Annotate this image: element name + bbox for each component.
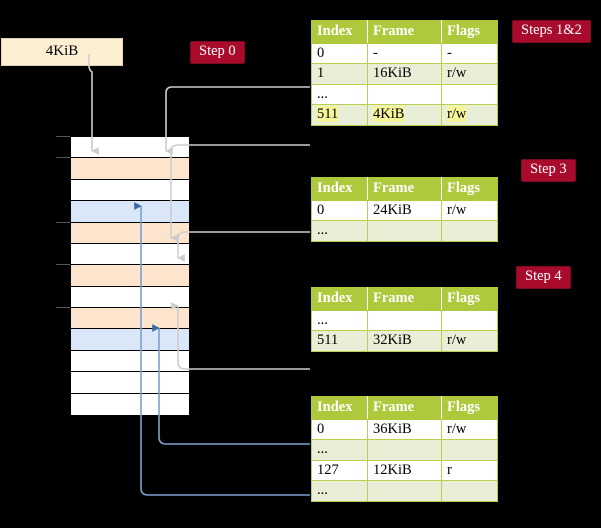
badge-step-4: Step 4 — [516, 266, 571, 289]
memory-row-tick — [56, 157, 70, 159]
cell-frame: 32KiB — [367, 330, 442, 352]
table-row: ... — [311, 480, 498, 502]
cell-index: 511 — [311, 104, 368, 126]
cell-frame: 16KiB — [367, 63, 442, 85]
cell-flags: r/w — [441, 104, 498, 126]
memory-frame-row — [71, 137, 189, 159]
column-header-index: Index — [311, 396, 368, 420]
page-table-step-3: Index Frame Flags 0 24KiB r/w ... — [311, 177, 498, 242]
cell-frame: 24KiB — [367, 199, 442, 221]
column-header-frame: Frame — [367, 20, 442, 44]
cell-frame: 36KiB — [367, 418, 442, 440]
cell-frame: - — [367, 42, 442, 64]
cell-index: 0 — [311, 418, 368, 440]
memory-frame-row — [71, 329, 189, 351]
cell-flags-text: r/w — [447, 106, 467, 122]
table-header-row: Index Frame Flags — [311, 177, 498, 201]
badge-step-0: Step 0 — [190, 41, 245, 64]
table-row: 511 32KiB r/w — [311, 330, 498, 352]
memory-frame-row — [71, 158, 189, 180]
column-header-frame: Frame — [367, 287, 442, 311]
table-row: 0 - - — [311, 42, 498, 64]
column-header-index: Index — [311, 177, 368, 201]
memory-frame-row — [71, 286, 189, 309]
memory-row-tick — [56, 264, 70, 266]
memory-frame-row — [71, 308, 189, 330]
cell-index: 511 — [311, 330, 368, 352]
cell-frame — [367, 83, 442, 105]
cell-flags: r/w — [441, 63, 498, 85]
cell-index: ... — [311, 220, 368, 242]
cell-index: 0 — [311, 199, 368, 221]
cell-index: ... — [311, 439, 368, 461]
cell-flags: r — [441, 459, 498, 481]
cell-index-text: 511 — [317, 106, 339, 122]
table-row: 127 12KiB r — [311, 459, 498, 481]
cell-flags: r/w — [441, 199, 498, 221]
memory-frame-row — [71, 372, 189, 394]
cell-flags — [441, 309, 498, 331]
cell-index: ... — [311, 480, 368, 502]
memory-frame-row — [71, 243, 189, 266]
column-header-index: Index — [311, 20, 368, 44]
memory-frame-row — [71, 393, 189, 415]
cell-flags — [441, 220, 498, 242]
physical-memory-column — [70, 136, 190, 415]
page-table-steps-1-2: Index Frame Flags 0 - - 1 16KiB r/w ... — [311, 20, 498, 126]
memory-frame-row — [71, 179, 189, 202]
memory-frame-row — [71, 222, 189, 244]
table-row: 0 24KiB r/w — [311, 199, 498, 221]
cell-index: ... — [311, 309, 368, 331]
table-header-row: Index Frame Flags — [311, 20, 498, 44]
column-header-flags: Flags — [441, 396, 498, 420]
table-header-row: Index Frame Flags — [311, 396, 498, 420]
memory-frame-row — [71, 201, 189, 223]
cell-index: ... — [311, 83, 368, 105]
table-row: ... — [311, 309, 498, 331]
column-header-flags: Flags — [441, 287, 498, 311]
badge-steps-1-2: Steps 1&2 — [512, 20, 591, 43]
table-row: ... — [311, 83, 498, 105]
cell-frame-text: 4KiB — [373, 106, 405, 122]
cell-flags: - — [441, 42, 498, 64]
cell-flags — [441, 439, 498, 461]
cell-index: 127 — [311, 459, 368, 481]
badge-step-3: Step 3 — [521, 159, 576, 182]
cell-frame — [367, 220, 442, 242]
memory-frame-row — [71, 265, 189, 287]
frame-box-4kib: 4KiB — [1, 38, 123, 66]
page-table-step-4-upper: Index Frame Flags ... 511 32KiB r/w — [311, 287, 498, 352]
memory-row-tick — [56, 221, 70, 223]
memory-row-tick — [56, 307, 70, 309]
memory-frame-row — [71, 350, 189, 373]
table-header-row: Index Frame Flags — [311, 287, 498, 311]
column-header-flags: Flags — [441, 20, 498, 44]
cell-frame: 4KiB — [367, 104, 442, 126]
cell-frame — [367, 439, 442, 461]
column-header-flags: Flags — [441, 177, 498, 201]
cell-flags — [441, 83, 498, 105]
table-row: ... — [311, 220, 498, 242]
cell-flags — [441, 480, 498, 502]
column-header-frame: Frame — [367, 177, 442, 201]
page-table-step-4-lower: Index Frame Flags 0 36KiB r/w ... 127 12… — [311, 396, 498, 502]
column-header-index: Index — [311, 287, 368, 311]
cell-frame: 12KiB — [367, 459, 442, 481]
column-header-frame: Frame — [367, 396, 442, 420]
cell-index: 0 — [311, 42, 368, 64]
table-row: ... — [311, 439, 498, 461]
cell-flags: r/w — [441, 330, 498, 352]
table-row: 0 36KiB r/w — [311, 418, 498, 440]
cell-frame — [367, 480, 442, 502]
memory-row-tick — [56, 136, 70, 137]
table-row: 1 16KiB r/w — [311, 63, 498, 85]
table-row: 511 4KiB r/w — [311, 104, 498, 126]
cell-frame — [367, 309, 442, 331]
cell-index: 1 — [311, 63, 368, 85]
cell-flags: r/w — [441, 418, 498, 440]
